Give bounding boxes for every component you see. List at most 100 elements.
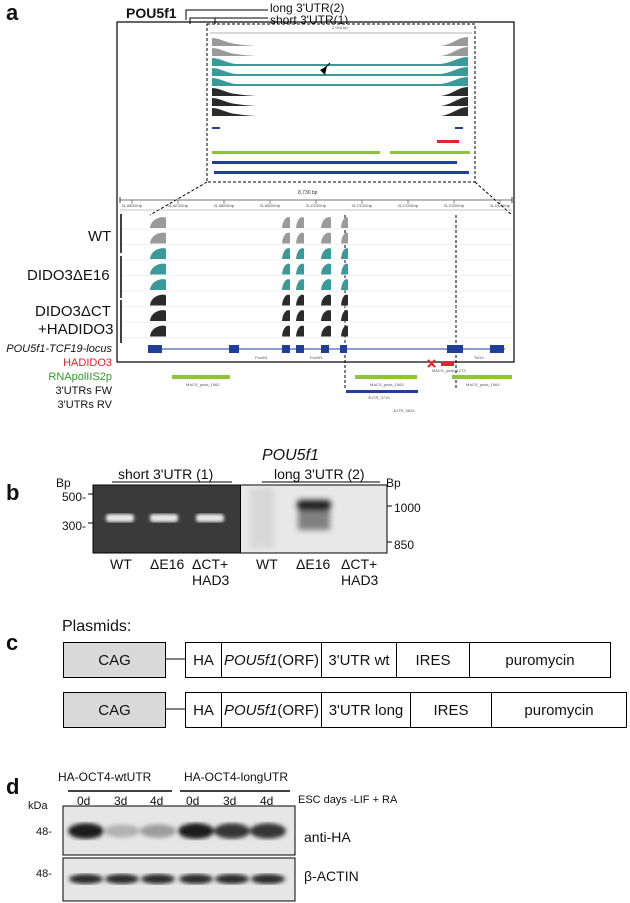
plasmid2-orf: POU5f1(ORF) xyxy=(221,692,322,728)
time-3d-b: 3d xyxy=(223,794,237,808)
plasmid1-ha: HA xyxy=(185,642,222,678)
genome-tick-label: 31,172,000 bp xyxy=(398,204,419,208)
ha-band xyxy=(178,823,214,839)
ha-band xyxy=(214,823,250,839)
coverage-peak xyxy=(296,325,304,337)
plasmid1-orf: POU5f1(ORF) xyxy=(221,642,322,678)
coverage-peak xyxy=(282,325,290,337)
tick-300: 300- xyxy=(62,519,87,533)
group-de16: DIDO3ΔE16 xyxy=(27,267,110,284)
actin-band xyxy=(251,874,285,884)
coverage-peak xyxy=(282,263,290,275)
coverage-peak xyxy=(321,263,331,275)
main-span: 8,730 bp xyxy=(298,190,318,196)
coverage-peak xyxy=(341,310,348,321)
feature-peak2: MACS_peak_1563 xyxy=(370,382,404,387)
track-label-hadido3: HADIDO3 xyxy=(63,357,112,369)
coverage-peak xyxy=(150,294,166,306)
coverage-peak xyxy=(321,232,331,244)
panel-a-figure: 31,166,000 bp 31,167,000 bp 31,168,000 bp 3… xyxy=(116,9,515,393)
zoom-coverage xyxy=(212,77,468,86)
bp-right: Bp xyxy=(386,476,401,490)
feature-peak3: MACS_peak_1564 xyxy=(466,382,500,387)
plasmids-title: Plasmids: xyxy=(62,618,132,635)
genome-tick-label: 31,174,000 bp xyxy=(490,204,511,208)
genome-tick-label: 31,169,000 bp xyxy=(260,204,281,208)
ha-band xyxy=(68,823,104,839)
coverage-peak xyxy=(296,310,304,321)
long-utr-label: long 3'UTR (2) xyxy=(274,466,365,482)
lane-dct-right: ΔCT+ xyxy=(341,556,378,572)
panel-b-title: POU5f1 xyxy=(262,447,319,464)
plasmid1-cag: CAG xyxy=(63,642,166,678)
genome-tick-label: 31,166,000 bp xyxy=(122,204,143,208)
coverage-peak xyxy=(321,310,331,321)
feature-pou1: Pou5f1 xyxy=(255,355,268,360)
lane-de16-left: ΔE16 xyxy=(150,556,185,572)
ha-band xyxy=(250,823,286,839)
short-utr-label: short 3'UTR (1) xyxy=(118,466,214,482)
lane-had3-left: HAD3 xyxy=(192,572,230,588)
plasmid1-utr: 3'UTR wt xyxy=(321,642,397,678)
tick-500: 500- xyxy=(62,490,87,504)
time-0d-b: 0d xyxy=(186,794,200,808)
kda-label: kDa xyxy=(28,800,48,812)
mw-actin: 48- xyxy=(36,868,52,880)
plasmid1-puromycin: puromycin xyxy=(469,642,611,678)
blot-actin: β-ACTIN xyxy=(304,868,359,884)
actin-band xyxy=(215,874,249,884)
tick-850: 850 xyxy=(394,538,415,552)
group-wt: WT xyxy=(88,228,112,245)
group-hadido3: +HADIDO3 xyxy=(38,321,114,338)
coverage-peak xyxy=(321,217,331,228)
actin-band xyxy=(69,874,103,884)
coverage-peak xyxy=(282,310,290,321)
lane-wt-left: WT xyxy=(110,556,132,572)
feature-pou2: Pou5f1 xyxy=(310,355,323,360)
time-3d-a: 3d xyxy=(114,794,128,808)
coverage-peak xyxy=(341,294,348,306)
genome-tick-label: 31,167,000 bp xyxy=(168,204,189,208)
zoom-coverage xyxy=(212,57,468,66)
utr-long-label: long 3'UTR(2) xyxy=(270,1,345,15)
coverage-peak xyxy=(296,217,304,228)
gene-title: POU5f1 xyxy=(126,5,177,21)
coverage-peak xyxy=(341,325,348,337)
coverage-peak xyxy=(321,325,331,337)
plasmid2-cag: CAG xyxy=(63,692,166,728)
zoom-coverage xyxy=(212,97,468,106)
coverage-peak xyxy=(282,279,290,290)
ha-band xyxy=(104,824,140,838)
genome-tick-label: 31,168,000 bp xyxy=(214,204,235,208)
track-label-rnapol: RNApolIIS2p xyxy=(48,371,112,383)
panel-d-letter: d xyxy=(6,774,20,799)
plasmid2-ha: HA xyxy=(185,692,222,728)
western-figure xyxy=(62,790,296,902)
coverage-peak xyxy=(150,279,166,290)
track-label-utr-rv: 3'UTRs RV xyxy=(57,399,112,411)
coverage-peak xyxy=(150,232,166,244)
blot-anti-ha: anti-HA xyxy=(304,829,351,845)
gel-figure xyxy=(88,481,392,554)
feature-peak1: MACS_peak_1562 xyxy=(186,382,220,387)
panel-a-letter: a xyxy=(6,0,19,25)
coverage-peak xyxy=(296,263,304,275)
feature-utr1: 3UTR_0719 xyxy=(368,395,390,400)
coverage-peak xyxy=(321,279,331,290)
genome-tick-label: 31,171,000 bp xyxy=(352,204,373,208)
coverage-peak xyxy=(321,248,331,259)
zoom-coverage xyxy=(212,67,468,76)
ha-band xyxy=(140,824,176,838)
plasmid-connectors xyxy=(166,658,185,710)
zoom-coverage xyxy=(212,47,468,56)
coverage-peak xyxy=(341,232,348,244)
genome-tick-label: 31,173,000 bp xyxy=(444,204,465,208)
plasmid2-ires: IRES xyxy=(410,692,492,728)
coverage-peak xyxy=(150,248,166,259)
coverage-peak xyxy=(341,279,348,290)
track-label-locus: POU5f1-TCF19-locus xyxy=(6,343,112,355)
actin-band xyxy=(105,874,139,884)
coverage-peak xyxy=(296,279,304,290)
coverage-peak xyxy=(150,217,166,228)
zoom-coverage xyxy=(212,37,468,46)
